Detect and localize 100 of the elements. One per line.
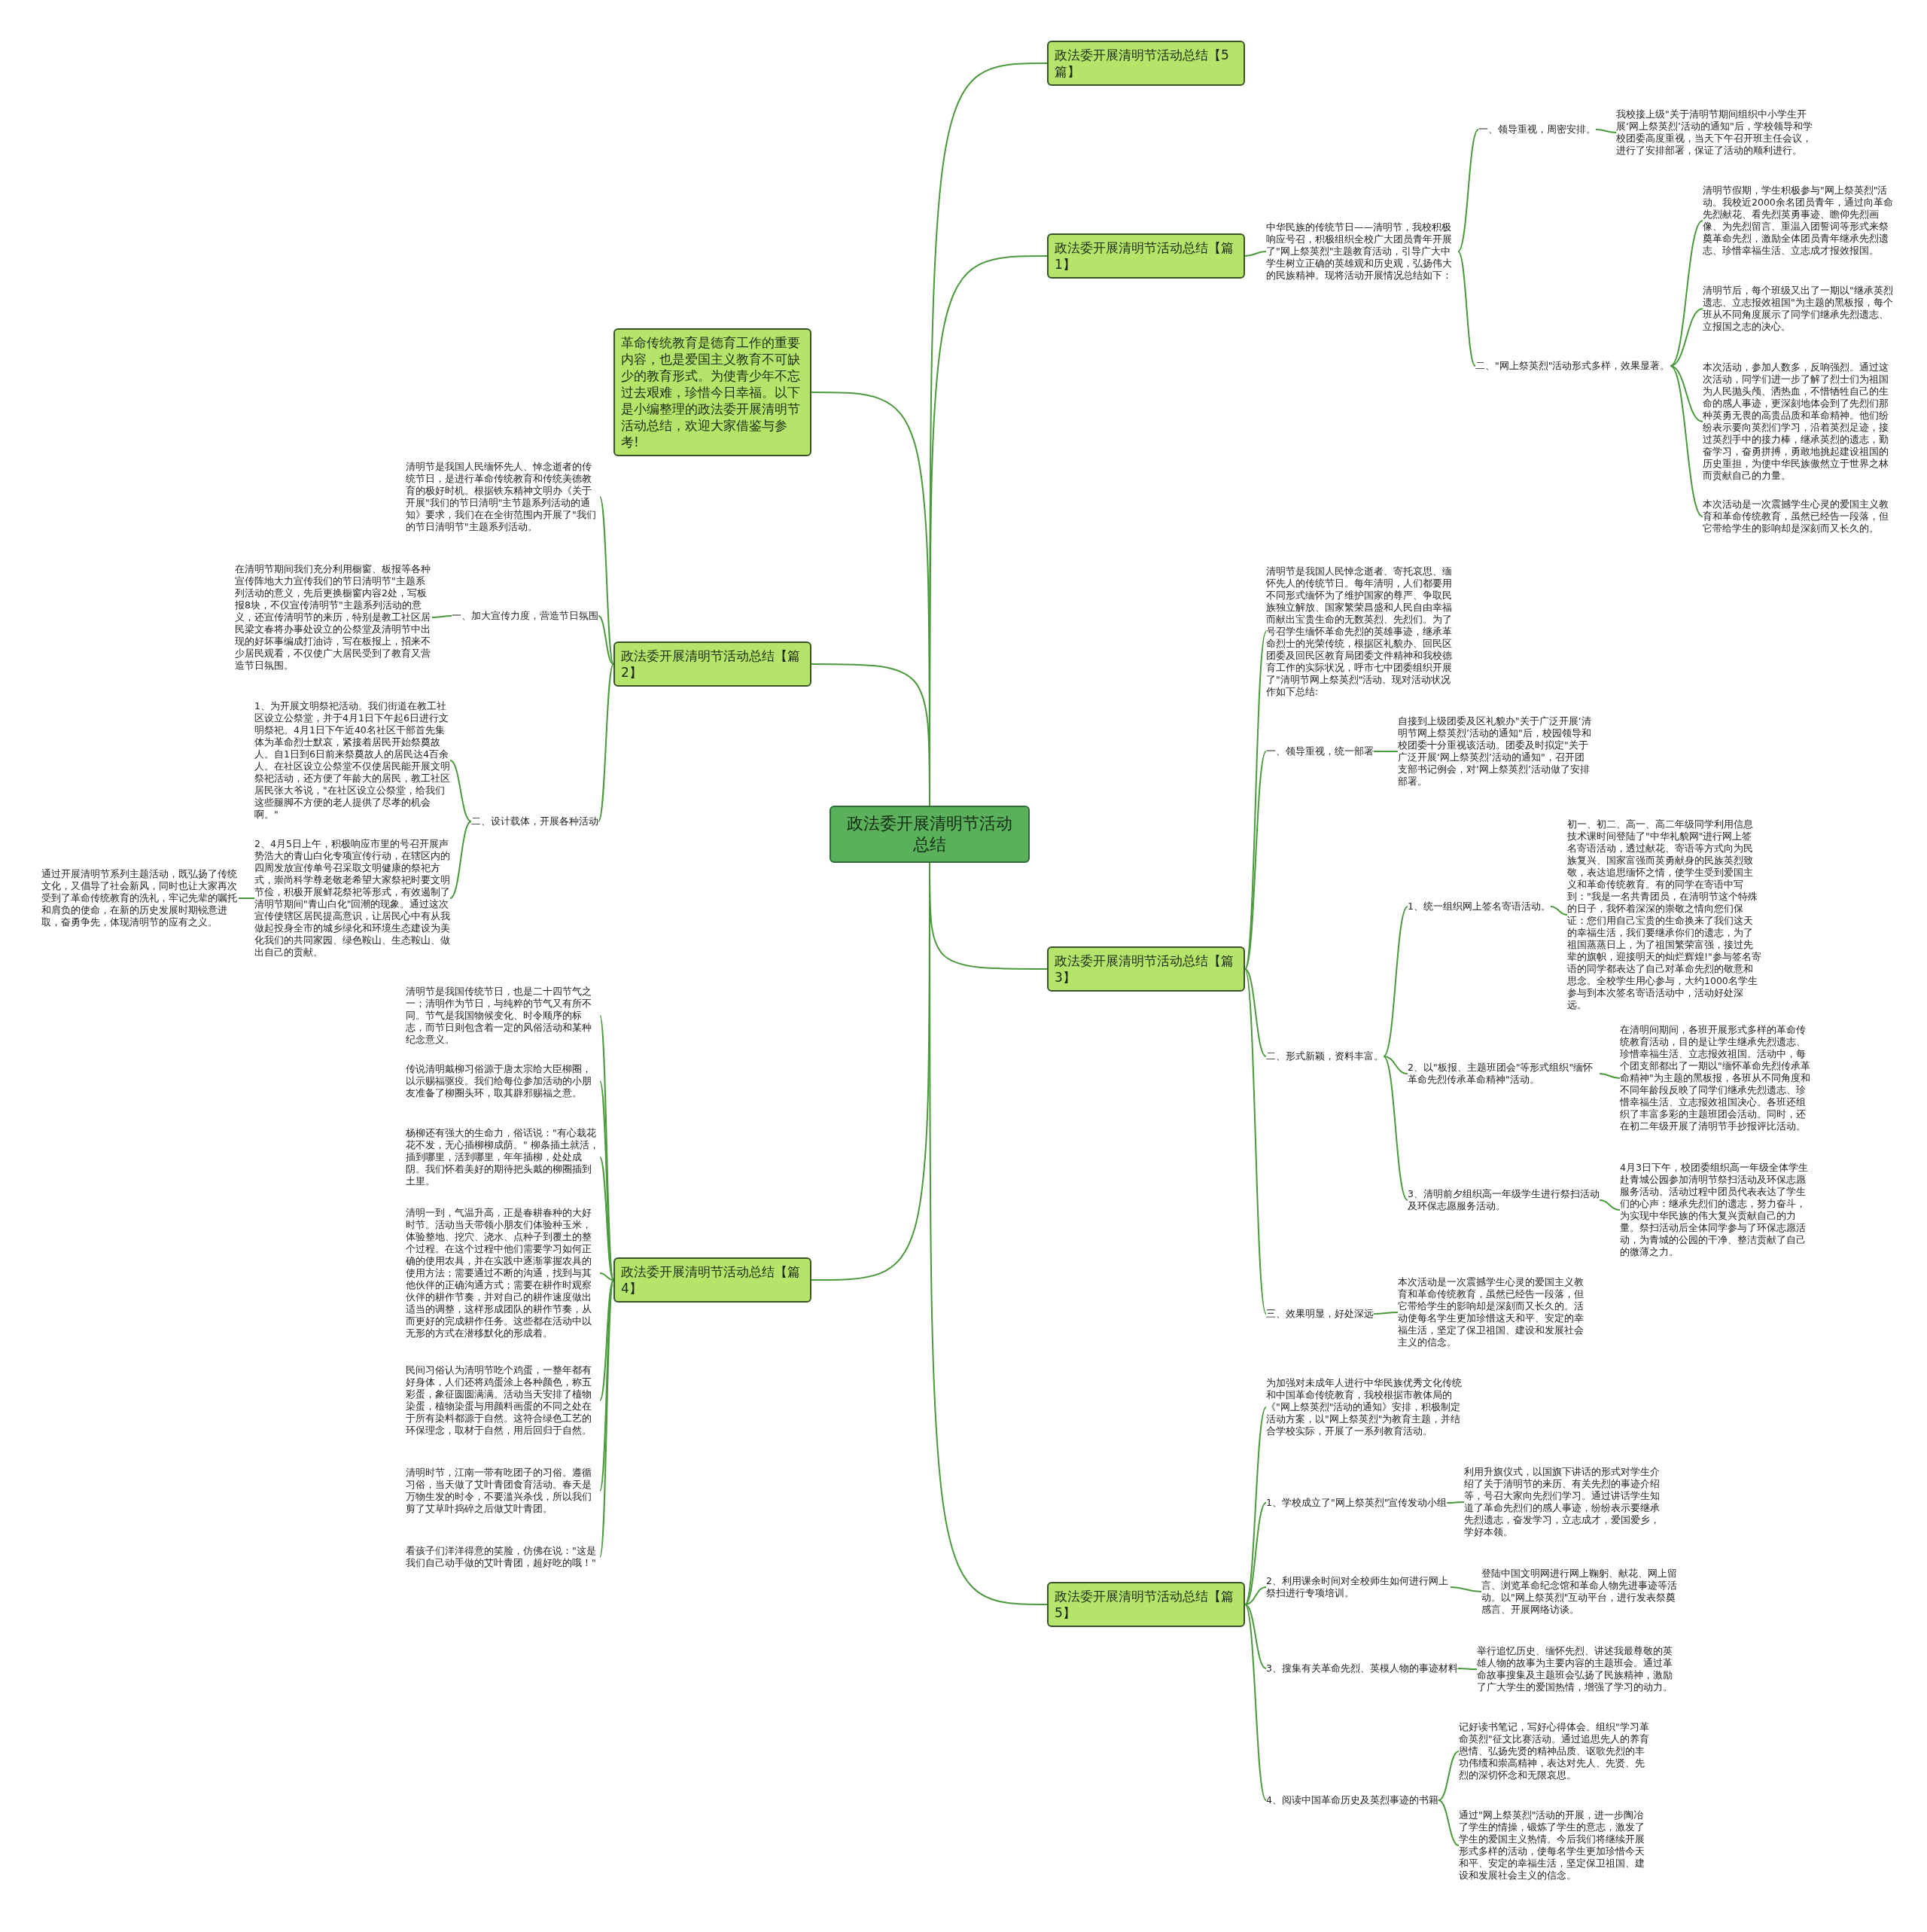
note-text: 本次活动，参加人数多，反响强烈。通过这次活动，同学们进一步了解了烈士们为祖国为人民抛头颅、洒热血，不惜牺牲自己的生命的感人事迹，更深刻地体会到了先烈们那种英勇无畏的高贵品质和革命精神。他们纷纷表示要向英烈们学习，沿着英烈足迹，接过英烈手中的接力棒，继承英烈的遗志，勤奋学习，奋勇拼搏，勇敢地挑起建设祖国的历史重担，为使中华民族傲然立于世界之林而贡献自己的力量。	[1703, 361, 1889, 482]
note-text: 记好读书笔记，写好心得体会。组织"学习革命英烈"征文比赛活动。通过追思先人的养育恩情、弘扬先贤的精神品质、讴歌先烈的丰功伟绩和崇高精神，表达对先人、先贤、先烈的深切怀念和无限哀思。	[1459, 1721, 1650, 1781]
note-text: 清明节假期，学生积极参与"网上祭英烈"活动。我校近2000余名团员青年，通过向革命先烈献花、看先烈英勇事迹、瞻仰先烈画像、为先烈留言、重温入团誓词等形式来祭奠革命先烈，激励全体团员青年继承先烈遗志、珍惜幸福生活、立志成才报效报国。	[1703, 184, 1894, 257]
connector-line	[598, 663, 614, 822]
note-text: 4月3日下午，校团委组织高一年级全体学生赴青城公园参加清明节祭扫活动及环保志愿服务活动。活动过程中团员代表表达了学生们的心声：继承先烈们的遗志，努力奋斗，为实现中华民族的伟大复兴贡献自己的力量。祭扫活动后全体同学参与了环保志愿活动，为青城的公园的干净、整洁贡献了自己的微薄之力。	[1620, 1162, 1809, 1258]
topic-title: 政法委开展清明节活动总结【篇2】	[621, 648, 801, 681]
connector-line	[449, 821, 472, 899]
note-text: 本次活动是一次震撼学生心灵的爱国主义教育和革命传统教育，虽然已经告一段落，但它带给学生的影响却是深刻而又长久的。活动使每名学生更加珍惜这天和平、安定的幸福生活，坚定了保卫祖国、建设和发展社会主义的信念。	[1398, 1276, 1585, 1348]
note-text: 通过开展清明节系列主题活动，既弘扬了传统文化，又倡导了社会新风，同时也让大家再次受到了革命传统教育的洗礼，牢记先辈的嘱托和肩负的使命，在新的历史发展时期锐意进取，奋勇争先，体现清明节的应有之义。	[41, 868, 238, 928]
connector-line	[1244, 1502, 1267, 1605]
connector-line	[1457, 1668, 1478, 1670]
connector-line	[431, 615, 452, 618]
connector-line	[1373, 1312, 1399, 1315]
connector-line	[1373, 751, 1399, 752]
connector-line	[1383, 1056, 1408, 1074]
connector-line	[1383, 1056, 1408, 1201]
connector-line	[1383, 906, 1408, 1057]
note-text: 看孩子们洋洋得意的笑脸，仿佛在说："这是我们自己动手做的艾叶青团，超好吃的哦！"	[406, 1545, 597, 1569]
subtopic-label: 一、领导重视，周密安排。	[1478, 123, 1596, 136]
note-text: 清明时节，江南一带有吃团子的习俗。遵循习俗，当天做了艾叶青团食育活动。春天是万物生发的时令，不要滥兴杀伐，所以我们剪了艾草叶捣碎之后做艾叶青团。	[406, 1467, 592, 1515]
connector-line	[1244, 251, 1267, 257]
connector-line	[1244, 1586, 1267, 1605]
subtopic-label: 一、加大宣传力度，营造节日氛围	[452, 610, 598, 622]
note-text: 举行追忆历史、缅怀先烈、讲述我最尊敬的英雄人物的故事为主要内容的主题班会。通过革命故事搜集及主题班会弘扬了民族精神，激励了广大学生的爱国热情，增强了学习的动力。	[1477, 1645, 1673, 1693]
connector-line	[599, 496, 614, 665]
note-text: 清明节是我国人民缅怀先人、悼念逝者的传统节日，是进行革命传统教育和传统美德教育的极好时机。根据铁东精神文明办《关于开展"我们的节日清明"主节题系列活动的通知》要求，我们在在全街范围内开展了"我们的节日清明节"主题系列活动。	[406, 461, 597, 533]
connector-line	[1438, 1751, 1460, 1801]
connector-line	[1670, 365, 1703, 422]
connector-line	[1599, 1073, 1621, 1079]
subtopic-label: 2、利用课余时间对全校师生如何进行网上祭扫进行专项培训。	[1266, 1575, 1449, 1599]
connector-line	[1244, 1406, 1267, 1605]
note-text: 传说清明戴柳习俗源于唐太宗给大臣柳圈，以示赐福驱疫。我们给每位参加活动的小朋友准备了柳圈头环，取其辟邪赐福之意。	[406, 1063, 592, 1099]
subtopic-label: 3、搜集有关革命先烈、英模人物的事迹材料	[1266, 1662, 1458, 1675]
central-topic-title: 政法委开展清明节活动总结	[846, 813, 1013, 855]
topic-box	[613, 641, 811, 687]
note-text: 通过"网上祭英烈"活动的开展，进一步陶冶了学生的情操，锻炼了学生的意志，激发了学生的爱国主义热情。今后我们将继续开展形式多样的活动，使每名学生更加珍惜今天和平、安定的幸福生活，坚定保卫祖国、建设和发展社会主义的信念。	[1459, 1809, 1645, 1882]
subtopic-label: 4、阅读中国革命历史及英烈事迹的书籍	[1266, 1794, 1438, 1806]
note-text: 清明一到，气温升高，正是春耕春种的大好时节。活动当天带领小朋友们体验种玉米，体验整地、挖穴、浇水、点种子到覆土的整个过程。在这个过程中他们需要学习如何正确的使用农具，并在实践中逐渐掌握农具的使用方法；需要通过不断的沟通，找到与其他伙伴的正确沟通方式；需要在耕作时观察伙伴的耕作节奏，并对自己的耕作速度做出适当的调整，这样形成团队的耕作节奏，从而更好的完成耕作任务。这些都在活动中以无形的方式在潜移默化的形成着。	[406, 1207, 592, 1339]
topic-title: 革命传统教育是德育工作的重要内容，也是爱国主义教育不可缺少的教育形式。为使青少年不忘过去艰难，珍惜今日幸福。以下是小编整理的政法委开展清明节活动总结，欢迎大家借鉴与参考!	[621, 334, 801, 450]
connector-line	[1438, 1799, 1460, 1846]
subtopic-label: 二、形式新颖，资料丰富。	[1266, 1050, 1384, 1062]
note-text: 为加强对未成年人进行中华民族优秀文化传统和中国革命传统教育，我校根据市教体局的《"网上祭英烈"活动的通知》安排，积极制定活动方案，以"网上祭英烈"为教育主题，并结合学校实际，开展了一系列教育活动。	[1266, 1377, 1463, 1437]
connector-line	[1244, 751, 1267, 970]
central-topic-box	[830, 806, 1030, 863]
connector-line	[598, 615, 614, 665]
note-text: 清明节是我国传统节日，也是二十四节气之一；清明作为节日，与纯粹的节气又有所不同。节气是我国物候变化、时令顺序的标志，而节日则包含着一定的风俗活动和某种纪念意义。	[406, 986, 592, 1046]
subtopic-label: 2、以"板报、主题班团会"等形式组织"缅怀革命先烈传承革命精神"活动。	[1408, 1062, 1594, 1086]
note-text: 民间习俗认为清明节吃个鸡蛋，一整年都有好身体，人们还将鸡蛋涂上各种颜色，称五彩蛋，象征圆圆满满。活动当天安排了植物染蛋，植物染蛋与用颜料画蛋的不同之处在于所有染料都源于自然。这符合绿色工艺的环保理念，取材于自然，用后回归于自然。	[406, 1364, 592, 1437]
subtopic-label: 二、"网上祭英烈"活动形式多样，效果显著。	[1475, 360, 1670, 372]
note-text: 1、为开展文明祭祀活动。我们街道在教工社区设立公祭堂，并于4月1日下午起6日进行文明祭祀。4月1日下午近40名社区干部首先集体为革命烈士默哀，紧接着居民开始祭奠故人。自1日到6日前来祭奠故人的居民达4百余人。在社区设立公祭堂不仅使居民能开展文明祭祀活动，还方便了年龄大的居民，教工社区居民张大爷说，"在社区设立公祭堂，给我们这些腿脚不方便的老人提供了尽孝的机会啊。"	[254, 700, 450, 821]
connector-line	[811, 663, 930, 806]
note-text: 本次活动是一次震撼学生心灵的爱国主义教育和革命传统教育，虽然已经告一段落，但它带给学生的影响却是深刻而又长久的。	[1703, 498, 1889, 535]
connector-line	[1244, 1604, 1267, 1669]
connector-line	[1550, 906, 1568, 916]
connector-line	[1244, 968, 1267, 1057]
note-text: 初一、初二、高一、高二年级同学利用信息技术课时间登陆了"中华礼貌网"进行网上签名寄语活动，透过献花、寄语等方式向为民族复兴、国家富强而英勇献身的民族英烈致敬，表达追思缅怀之情，使学生受到爱国主义和革命传统教育。有的同学在寄语中写到："我是一名共青团员，在清明节这个特殊的日子，我怀着深深的崇敬之情向您们保证：您们用自己宝贵的生命换来了我们这天的幸福生活，我们要继承你们的遗志，为了祖国蒸蒸日上，为了祖国繁荣富强，接过先辈的旗帜，迎接明天的灿烂辉煌!"参与签名寄语的同学都表达了自己对革命先烈的敬意和思念。全校学生用心参与，大约1000名学生参与到本次签名寄语活动中，活动好处深远。	[1567, 818, 1761, 1011]
topic-box	[613, 328, 811, 456]
topic-title: 政法委开展清明节活动总结【篇4】	[621, 1263, 801, 1297]
subtopic-label: 二、设计载体，开展各种活动	[471, 815, 598, 827]
subtopic-label: 1、统一组织网上签名寄语活动。	[1408, 900, 1551, 913]
connector-line	[599, 1279, 614, 1401]
note-text: 中华民族的传统节日——清明节，我校积极响应号召，积极组织全校广大团员青年开展了"网上祭英烈"主题教育活动，引导广大中学生树立正确的英雄观和历史观，弘扬伟大的民族精神。现将活动开展情况总结如下：	[1266, 221, 1453, 282]
subtopic-label: 1、学校成立了"网上祭英烈"宣传发动小组	[1266, 1497, 1448, 1509]
topic-title: 政法委开展清明节活动总结【篇1】	[1055, 239, 1234, 273]
topic-box	[1047, 41, 1245, 86]
note-text: 登陆中国文明网进行网上鞠躬、献花、网上留言、浏览革命纪念馆和革命人物先进事迹等活动。以"网上祭英烈"互动平台，进行发表祭奠感言、开展网络访谈。	[1481, 1568, 1678, 1616]
connector-line	[449, 760, 472, 822]
note-text: 我校接上级"关于清明节期间组织中小学生开展‘网上祭英烈’活动的通知"后，学校领导和学校团委高度重视，当天下午召开班主任会议，进行了安排部署，保证了活动的顺利进行。	[1616, 108, 1813, 157]
note-text: 在清明间期间，各班开展形式多样的革命传统教育活动，目的是让学生继承先烈遗志、珍惜幸福生活、立志报效祖国。活动中，每个团支部都出了一期以"缅怀革命先烈传承革命精神"为主题的黑板报，各班从不同角度和不同年龄段反映了同学们继承先烈遗志、珍惜幸福生活、立志报效祖国决心。各班还组织了丰富多彩的主题班团会活动。同时，还在初二年级开展了清明节手抄报评比活动。	[1620, 1024, 1811, 1132]
note-text: 清明节是我国人民悼念逝者、寄托哀思、缅怀先人的传统节日。每年清明，人们都要用不同形式缅怀为了维护国家的尊严、争取民族独立解放、国家繁荣昌盛和人民自由幸福而献出宝贵生命的无数英烈、先烈们。为了号召学生缅怀革命先烈的英雄事迹，继承革命烈士的光荣传统，根据区礼貌办、回民区团委及回民区教育局团委文件精神和我校德育工作的实际状况，呼市七中团委组织开展了"清明节网上祭英烈"活动。现对活动状况作如下总结:	[1266, 565, 1453, 698]
topic-title: 政法委开展清明节活动总结【篇5】	[1055, 1588, 1234, 1621]
connector-line	[1446, 1501, 1465, 1504]
connector-line	[599, 1156, 614, 1281]
connector-line	[1244, 1604, 1267, 1801]
subtopic-label: 三、效果明显，好处深远	[1266, 1308, 1374, 1320]
topic-title: 政法委开展清明节活动总结【篇3】	[1055, 952, 1234, 986]
note-text: 利用升旗仪式，以国旗下讲话的形式对学生介绍了关于清明节的来历、有关先烈的事迹介绍等，号召大家向先烈们学习。通过讲话学生知道了革命先烈们的感人事迹，纷纷表示要继承先烈遗志，奋发学习，立志成才，爱国爱乡，学好本领。	[1464, 1466, 1661, 1538]
connector-line	[1244, 968, 1267, 1315]
connector-line	[599, 1080, 614, 1281]
note-text: 清明节后，每个班级又出了一期以"继承英烈遗志、立志报效祖国"为主题的黑板报，每个班从不同角度展示了同学们继承先烈遗志、立报国之志的决心。	[1703, 285, 1894, 333]
topic-box	[1047, 1582, 1245, 1627]
connector-line	[238, 897, 255, 899]
note-text: 杨柳还有强大的生命力，俗话说："有心栽花花不发，无心插柳柳成荫。" 柳条插土就活，插到哪里，活到哪里，年年插柳，处处成阴。我们怀着美好的期待把头戴的柳圈插到土里。	[406, 1127, 600, 1187]
connector-line	[599, 1272, 614, 1281]
connector-line	[1670, 308, 1703, 367]
connector-line	[1457, 129, 1479, 252]
note-text: 在清明节期间我们充分利用橱窗、板报等各种宣传阵地大力宣传我们的节日清明节"主题系列活动的意义，先后更换橱窗内容2处，写板报8块，不仅宣传清明节"主题系列活动的意义，还宣传清明节的来历，特别是教工社区居民梁文春将办事处设立的公祭堂及清明节中出现的好坏事编成打油诗，写在板报上，招来不少居民观看，不仅使广大居民受到了教育又营造节日氛围。	[235, 563, 431, 672]
topic-title: 政法委开展清明节活动总结【5篇】	[1055, 47, 1230, 80]
connector-line	[1595, 129, 1617, 133]
connector-line	[1450, 1586, 1482, 1592]
subtopic-label: 一、领导重视，统一部署	[1266, 745, 1374, 757]
connector-line	[1457, 251, 1476, 367]
topic-box	[613, 1257, 811, 1303]
connector-line	[1599, 1199, 1621, 1211]
topic-box	[1047, 946, 1245, 992]
topic-box	[1047, 233, 1245, 279]
connector-line	[1670, 365, 1703, 517]
subtopic-label: 3、清明前夕组织高一年级学生进行祭扫活动及环保志愿服务活动。	[1408, 1188, 1600, 1212]
note-text: 2、4月5日上午，积极响应市里的号召开展声势浩大的青山白化专项宣传行动，在辖区内的四周发放宣传单号召采取文明健康的祭祀方式，崇尚科学尊老敬老希望大家祭祀时要文明节俭，积极开展鲜花祭祀等形式，有效遏制了清明节期间"青山白化"回潮的现象。通过这次宣传使辖区居民提高意识，让居民心中有从我做起投身全市的城乡绿化和环境生态建设为美化我们的共同家园、绿色鞍山、生态鞍山、做出自己的贡献。	[254, 838, 450, 958]
note-text: 自接到上级团委及区礼貌办"关于广泛开展‘清明节网上祭英烈’活动的通知"后，校园领导和校团委十分重视该活动。团委及时拟定"关于广泛开展‘网上祭英烈’活动的通知"，召开团支部书记例会，对‘网上祭英烈’活动做了安排部署。	[1398, 715, 1592, 788]
